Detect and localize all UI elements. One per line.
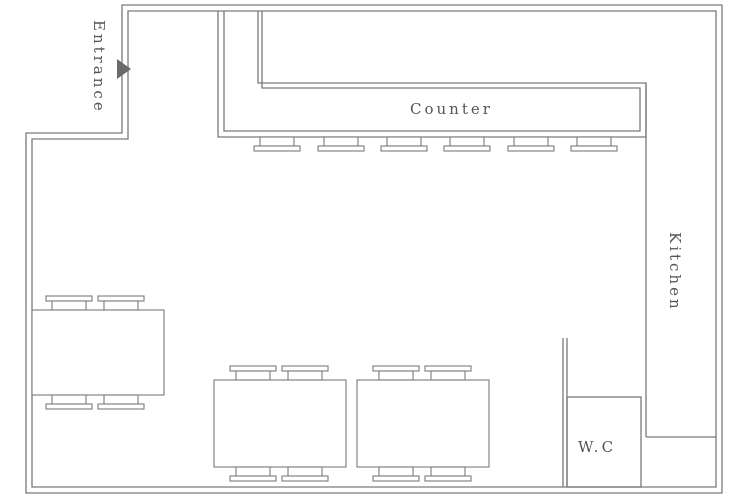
chair-seat xyxy=(287,466,323,477)
chair xyxy=(97,295,145,311)
wc-room xyxy=(562,338,642,488)
stool-seat xyxy=(380,145,428,152)
chair-back xyxy=(372,365,420,372)
entrance-label: Entrance xyxy=(90,20,108,114)
chair-seat xyxy=(378,370,414,381)
wc-label: W.C xyxy=(578,438,616,456)
table xyxy=(213,379,347,468)
stool-back xyxy=(386,136,422,147)
chair-back xyxy=(45,403,93,410)
chair-seat xyxy=(235,466,271,477)
dining-tables xyxy=(31,295,490,482)
chair-back xyxy=(45,295,93,302)
chair-back xyxy=(424,365,472,372)
table xyxy=(31,309,165,396)
table-group xyxy=(31,295,165,410)
counter-stool xyxy=(317,136,365,152)
chair-seat xyxy=(287,370,323,381)
stool-seat xyxy=(317,145,365,152)
chair-seat xyxy=(103,394,139,405)
chair-back xyxy=(372,475,420,482)
chair-seat xyxy=(430,466,466,477)
stool-seat xyxy=(443,145,491,152)
stool-back xyxy=(259,136,295,147)
chair xyxy=(281,365,329,381)
chair xyxy=(229,365,277,381)
chair xyxy=(229,466,277,482)
stool-seat xyxy=(507,145,555,152)
stool-back xyxy=(323,136,359,147)
chair-back xyxy=(281,365,329,372)
counter-stool xyxy=(443,136,491,152)
counter-stools xyxy=(253,136,618,152)
chair-back xyxy=(97,403,145,410)
chair-back xyxy=(229,475,277,482)
chair xyxy=(372,466,420,482)
table xyxy=(356,379,490,468)
counter-stool xyxy=(380,136,428,152)
chair-back xyxy=(229,365,277,372)
stool-back xyxy=(576,136,612,147)
chair xyxy=(372,365,420,381)
chair-seat xyxy=(51,394,87,405)
chair-seat xyxy=(235,370,271,381)
chair xyxy=(424,365,472,381)
outer-walls xyxy=(25,4,723,494)
chair-back xyxy=(97,295,145,302)
stool-seat xyxy=(253,145,301,152)
chair-seat xyxy=(103,300,139,311)
kitchen-label: Kitchen xyxy=(666,232,684,312)
entrance-arrow-icon xyxy=(117,59,131,79)
table-group xyxy=(356,365,490,482)
counter-label: Counter xyxy=(410,100,493,118)
stool-back xyxy=(449,136,485,147)
chair-seat xyxy=(51,300,87,311)
chair-back xyxy=(424,475,472,482)
chair-back xyxy=(281,475,329,482)
chair xyxy=(97,394,145,410)
chair xyxy=(281,466,329,482)
chair-seat xyxy=(430,370,466,381)
stool-back xyxy=(513,136,549,147)
stool-seat xyxy=(570,145,618,152)
chair xyxy=(45,295,93,311)
table-group xyxy=(213,365,347,482)
counter-stool xyxy=(253,136,301,152)
counter-stool xyxy=(570,136,618,152)
counter xyxy=(217,11,647,138)
counter-stool xyxy=(507,136,555,152)
kitchen-wall xyxy=(645,83,716,438)
chair xyxy=(45,394,93,410)
chair xyxy=(424,466,472,482)
chair-seat xyxy=(378,466,414,477)
